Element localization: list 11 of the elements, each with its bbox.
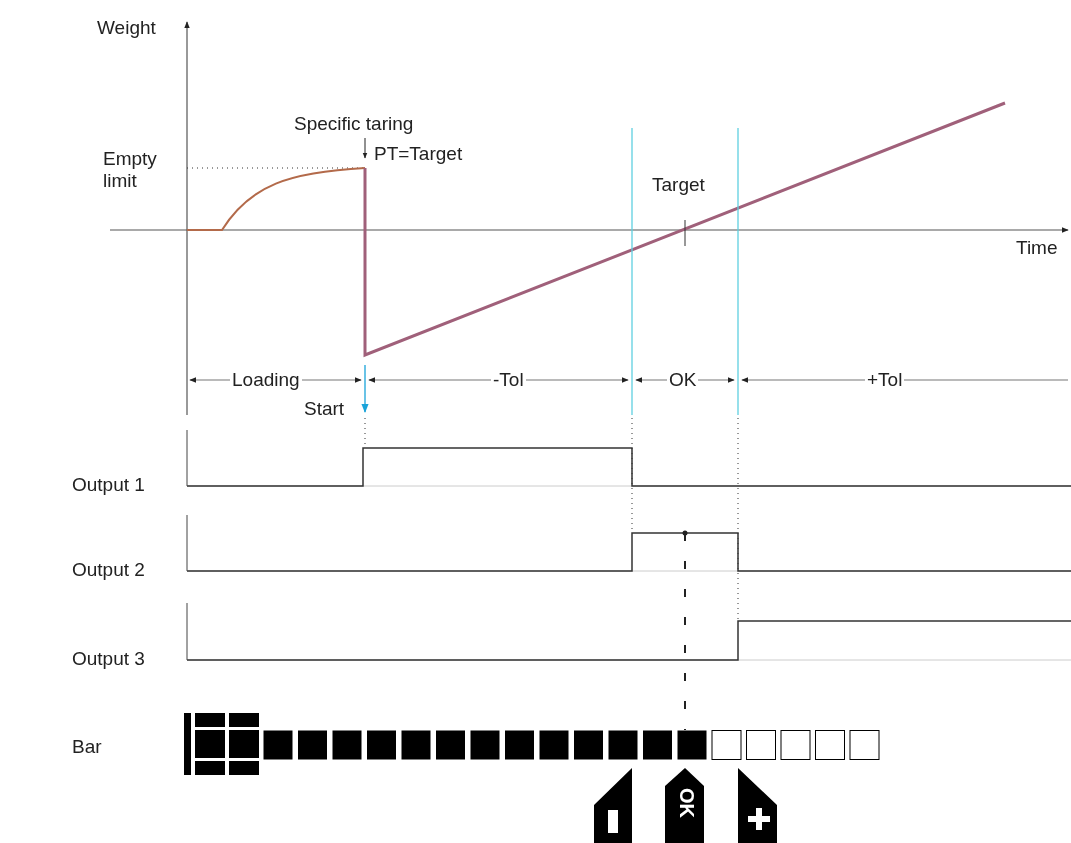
signal-label: Output 3 — [71, 648, 146, 670]
axis-label: Time — [1015, 237, 1059, 259]
signal-label: Output 2 — [71, 559, 146, 581]
annotation-label: Target — [651, 174, 706, 196]
pointer-label: OK — [677, 788, 697, 818]
signal-label: Bar — [71, 736, 103, 758]
axis-label: Weight — [96, 17, 157, 39]
annotation-label: Specific taring — [293, 113, 415, 135]
annotation-label: PT=Target — [373, 143, 464, 165]
signal-label: Output 1 — [71, 474, 146, 496]
axis-label: Empty limit — [102, 148, 158, 192]
